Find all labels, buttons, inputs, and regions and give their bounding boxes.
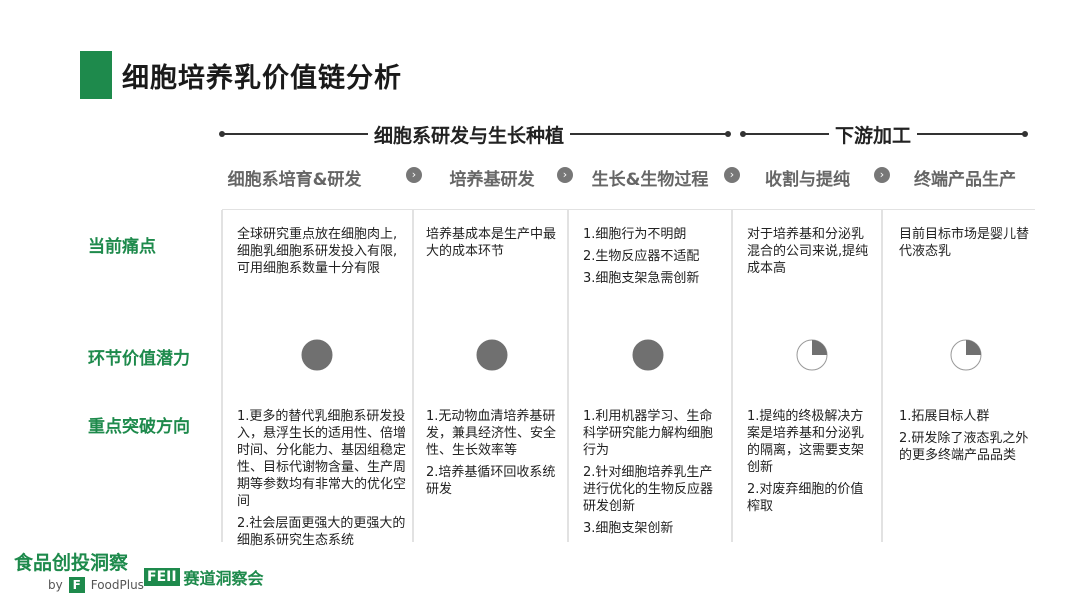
pain-cell: 目前目标市场是婴儿替代液态乳 bbox=[899, 226, 1029, 265]
feii-icon: FEII bbox=[144, 568, 180, 586]
pie-slice bbox=[812, 340, 827, 355]
cell-item: 全球研究重点放在细胞肉上,细胞乳细胞系研发投入有限,可用细胞系数量十分有限 bbox=[237, 227, 398, 276]
cell-item: 1.更多的替代乳细胞系研发投入，悬浮生长的适用性、倍增时间、分化能力、基因组稳定… bbox=[237, 409, 407, 509]
chevron-right-icon: › bbox=[724, 167, 740, 183]
pie-circle bbox=[476, 339, 508, 371]
foodplus-label: FoodPlus bbox=[90, 578, 144, 592]
value-potential-pie bbox=[476, 339, 508, 371]
cell-item: 2.培养基循环回收系统研发 bbox=[426, 465, 556, 497]
foodplus-icon: F bbox=[68, 577, 85, 593]
feii-logo: FEII 赛道洞察会 bbox=[144, 565, 264, 589]
cell-item: 目前目标市场是婴儿替代液态乳 bbox=[899, 227, 1030, 259]
pain-cell: 对于培养基和分泌乳混合的公司来说,提纯成本高 bbox=[747, 226, 872, 282]
row-label-potential: 环节价值潜力 bbox=[88, 349, 190, 369]
cell-item: 2.生物反应器不适配 bbox=[583, 249, 700, 264]
title-accent-bar bbox=[80, 51, 112, 99]
cell-item: 培养基成本是生产中最大的成本环节 bbox=[426, 227, 557, 259]
by-label: by bbox=[48, 578, 63, 592]
pie-circle bbox=[632, 339, 664, 371]
chevron-right-icon: › bbox=[557, 167, 573, 183]
group-label: 细胞系研发与生长种植 bbox=[368, 121, 571, 148]
cell-item: 1.细胞行为不明朗 bbox=[583, 227, 687, 242]
cell-item: 2.社会层面更强大的更强大的细胞系研究生态系统 bbox=[237, 516, 406, 548]
row-label-pain: 当前痛点 bbox=[88, 237, 156, 257]
cell-item: 1.无动物血清培养基研发，兼具经济性、安全性、生长效率等 bbox=[426, 409, 557, 458]
value-potential-pie bbox=[301, 339, 333, 371]
chevron-right-icon: › bbox=[406, 167, 422, 183]
value-potential-pie bbox=[632, 339, 664, 371]
pie-circle bbox=[301, 339, 333, 371]
breakthrough-cell: 1.更多的替代乳细胞系研发投入，悬浮生长的适用性、倍增时间、分化能力、基因组稳定… bbox=[237, 408, 407, 554]
column-divider bbox=[412, 210, 414, 542]
cell-item: 2.针对细胞培养乳生产进行优化的生物反应器研发创新 bbox=[583, 465, 714, 514]
row-label-breakthrough: 重点突破方向 bbox=[88, 417, 190, 437]
group-label: 下游加工 bbox=[829, 121, 918, 148]
breakthrough-cell: 1.无动物血清培养基研发，兼具经济性、安全性、生长效率等 2.培养基循环回收系统研… bbox=[426, 408, 561, 503]
bracket-dot bbox=[1022, 131, 1028, 137]
column-divider bbox=[221, 210, 223, 542]
brand-logo-text: 食品创投洞察 bbox=[14, 552, 129, 574]
cell-item: 1.拓展目标人群 bbox=[899, 409, 990, 424]
pain-cell: 1.细胞行为不明朗 2.生物反应器不适配 3.细胞支架急需创新 bbox=[583, 226, 718, 292]
stage-header: 生长&生物过程 bbox=[591, 170, 709, 190]
stage-header: 终端产品生产 bbox=[914, 170, 1016, 190]
cell-item: 1.利用机器学习、生命科学研究能力解构细胞行为 bbox=[583, 409, 714, 458]
stage-header: 培养基研发 bbox=[449, 170, 535, 190]
breakthrough-cell: 1.拓展目标人群 2.研发除了液态乳之外的更多终端产品品类 bbox=[899, 408, 1029, 469]
column-divider bbox=[881, 210, 883, 542]
breakthrough-cell: 1.利用机器学习、生命科学研究能力解构细胞行为 2.针对细胞培养乳生产进行优化的生… bbox=[583, 408, 718, 542]
pain-cell: 培养基成本是生产中最大的成本环节 bbox=[426, 226, 561, 265]
foodplus-logo: by F FoodPlus bbox=[48, 577, 144, 593]
pain-cell: 全球研究重点放在细胞肉上,细胞乳细胞系研发投入有限,可用细胞系数量十分有限 bbox=[237, 226, 407, 282]
chevron-right-icon: › bbox=[874, 167, 890, 183]
value-potential-pie bbox=[950, 339, 982, 371]
cell-item: 3.细胞支架创新 bbox=[583, 521, 674, 536]
cell-item: 3.细胞支架急需创新 bbox=[583, 271, 700, 286]
stage-header: 细胞系培育&研发 bbox=[227, 170, 362, 190]
column-divider bbox=[731, 210, 733, 542]
cell-item: 对于培养基和分泌乳混合的公司来说,提纯成本高 bbox=[747, 227, 869, 276]
cell-item: 1.提纯的终极解决方案是培养基和分泌乳的隔离，这需要支架创新 bbox=[747, 409, 865, 475]
page-title: 细胞培养乳价值链分析 bbox=[122, 63, 402, 94]
pie-slice bbox=[966, 340, 981, 355]
bracket-dot bbox=[725, 131, 731, 137]
cell-item: 2.研发除了液态乳之外的更多终端产品品类 bbox=[899, 431, 1029, 463]
value-potential-pie bbox=[796, 339, 828, 371]
stage-header: 收割与提纯 bbox=[765, 170, 850, 190]
feii-label: 赛道洞察会 bbox=[183, 569, 264, 588]
column-divider bbox=[567, 210, 569, 542]
breakthrough-cell: 1.提纯的终极解决方案是培养基和分泌乳的隔离，这需要支架创新 2.对废弃细胞的价值… bbox=[747, 408, 872, 520]
table-top-border bbox=[222, 209, 1035, 210]
cell-item: 2.对废弃细胞的价值榨取 bbox=[747, 482, 864, 514]
